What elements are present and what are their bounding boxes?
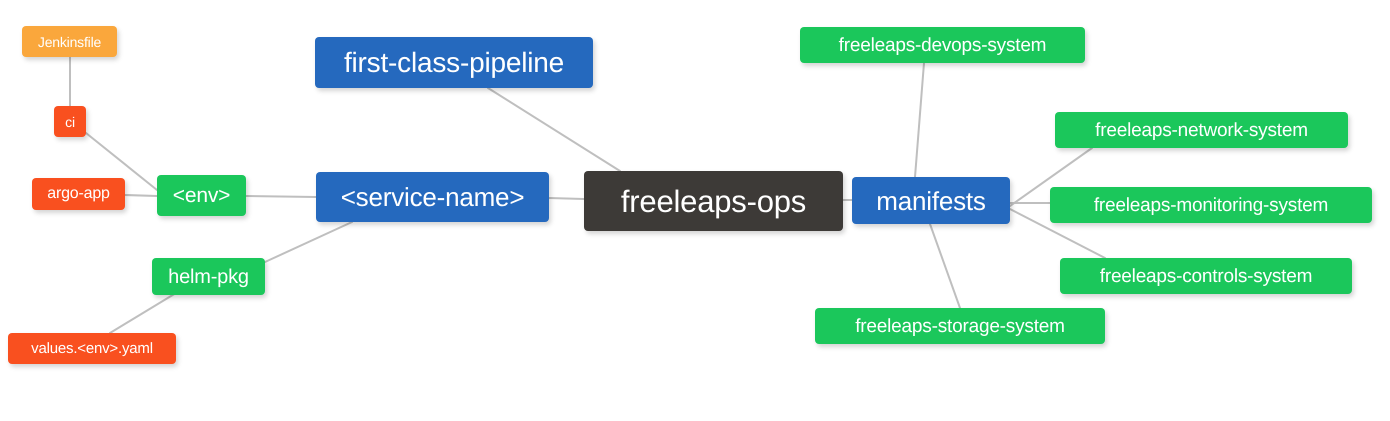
node-service-name[interactable]: <service-name> (316, 172, 549, 222)
node-argo-app[interactable]: argo-app (32, 178, 125, 210)
edge-argo-app-to-env (124, 194, 158, 197)
node-first-class-pipeline[interactable]: first-class-pipeline (315, 37, 593, 88)
edge-first-class-pipeline-to-freeleaps-ops (487, 87, 621, 172)
node-helm-pkg[interactable]: helm-pkg (152, 258, 265, 295)
edge-service-name-to-freeleaps-ops (548, 197, 585, 200)
edge-service-name-to-helm-pkg (264, 221, 353, 263)
node-freeleaps-storage-system[interactable]: freeleaps-storage-system (815, 308, 1105, 344)
node-ci[interactable]: ci (54, 106, 86, 137)
node-jenkinsfile[interactable]: Jenkinsfile (22, 26, 117, 57)
edge-freeleaps-devops-system-to-manifests (914, 62, 925, 178)
node-freeleaps-devops-system[interactable]: freeleaps-devops-system (800, 27, 1085, 63)
node-env[interactable]: <env> (157, 175, 246, 216)
node-freeleaps-controls-system[interactable]: freeleaps-controls-system (1060, 258, 1352, 294)
edge-helm-pkg-to-values-yaml (109, 292, 177, 334)
node-freeleaps-ops[interactable]: freeleaps-ops (584, 171, 843, 231)
node-manifests[interactable]: manifests (852, 177, 1010, 224)
edge-env-to-service-name (245, 195, 317, 198)
node-freeleaps-monitoring-system[interactable]: freeleaps-monitoring-system (1050, 187, 1372, 223)
node-values-yaml[interactable]: values.<env>.yaml (8, 333, 176, 364)
edge-freeleaps-storage-system-to-manifests (929, 223, 961, 309)
node-freeleaps-network-system[interactable]: freeleaps-network-system (1055, 112, 1348, 148)
